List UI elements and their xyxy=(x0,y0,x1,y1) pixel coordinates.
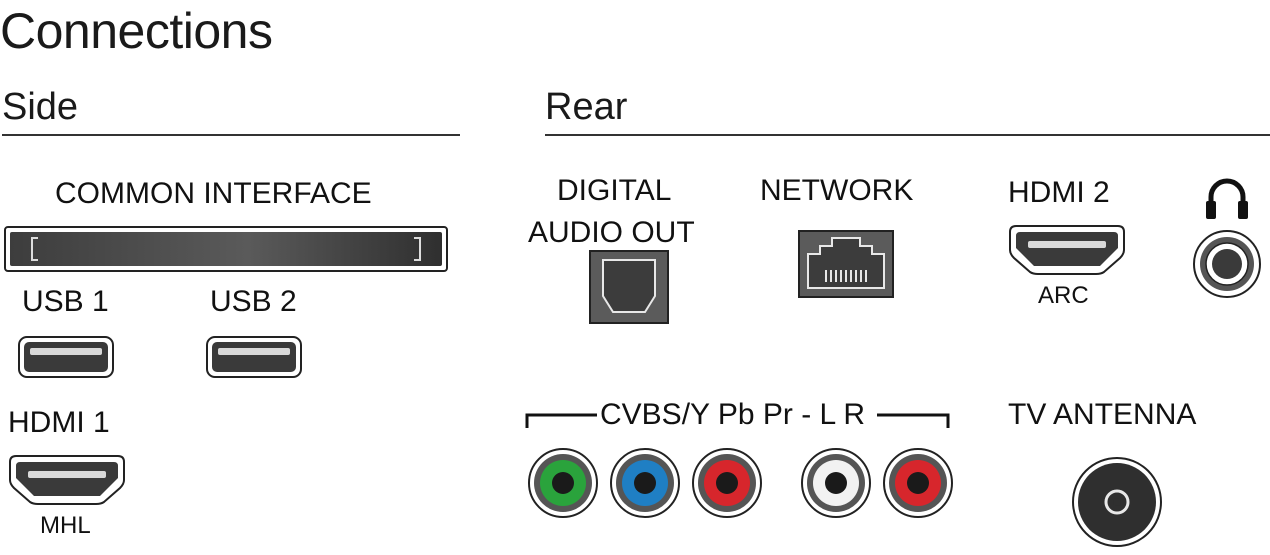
rca-jacks-group xyxy=(528,448,953,518)
optical-audio-port-icon xyxy=(589,250,669,324)
side-divider xyxy=(2,134,460,136)
rear-divider xyxy=(545,134,1270,136)
usb2-port-icon xyxy=(206,336,302,378)
tv-antenna-label: TV ANTENNA xyxy=(1008,398,1197,431)
rca-red-video-jack-icon xyxy=(692,448,762,518)
hdmi1-port-icon xyxy=(9,455,125,505)
antenna-port-icon xyxy=(1072,457,1162,547)
hdmi1-label: HDMI 1 xyxy=(8,406,110,439)
component-bracket xyxy=(525,413,950,428)
rca-white-audio-jack-icon xyxy=(801,448,871,518)
usb2-label: USB 2 xyxy=(210,285,297,318)
rca-green-jack-icon xyxy=(528,448,598,518)
digital-audio-label-line2: AUDIO OUT xyxy=(528,216,695,249)
usb1-port-icon xyxy=(18,336,114,378)
hdmi1-mhl-label: MHL xyxy=(40,512,91,539)
hdmi2-port-icon xyxy=(1009,225,1125,275)
hdmi2-label: HDMI 2 xyxy=(1008,176,1110,209)
common-interface-slot-icon xyxy=(4,226,448,272)
digital-audio-label-line1: DIGITAL xyxy=(557,174,672,207)
rca-blue-jack-icon xyxy=(610,448,680,518)
rear-heading: Rear xyxy=(545,86,628,128)
rca-red-audio-jack-icon xyxy=(883,448,953,518)
network-label: NETWORK xyxy=(760,174,914,207)
component-label: CVBS/Y Pb Pr - L R xyxy=(600,398,866,431)
headphone-jack-icon xyxy=(1193,230,1261,298)
headphones-icon xyxy=(1206,178,1248,219)
hdmi2-arc-label: ARC xyxy=(1038,282,1089,309)
usb1-label: USB 1 xyxy=(22,285,109,318)
side-heading: Side xyxy=(2,86,79,128)
ethernet-port-icon xyxy=(798,230,894,298)
common-interface-label: COMMON INTERFACE xyxy=(55,177,372,210)
page-title: Connections xyxy=(0,3,273,59)
